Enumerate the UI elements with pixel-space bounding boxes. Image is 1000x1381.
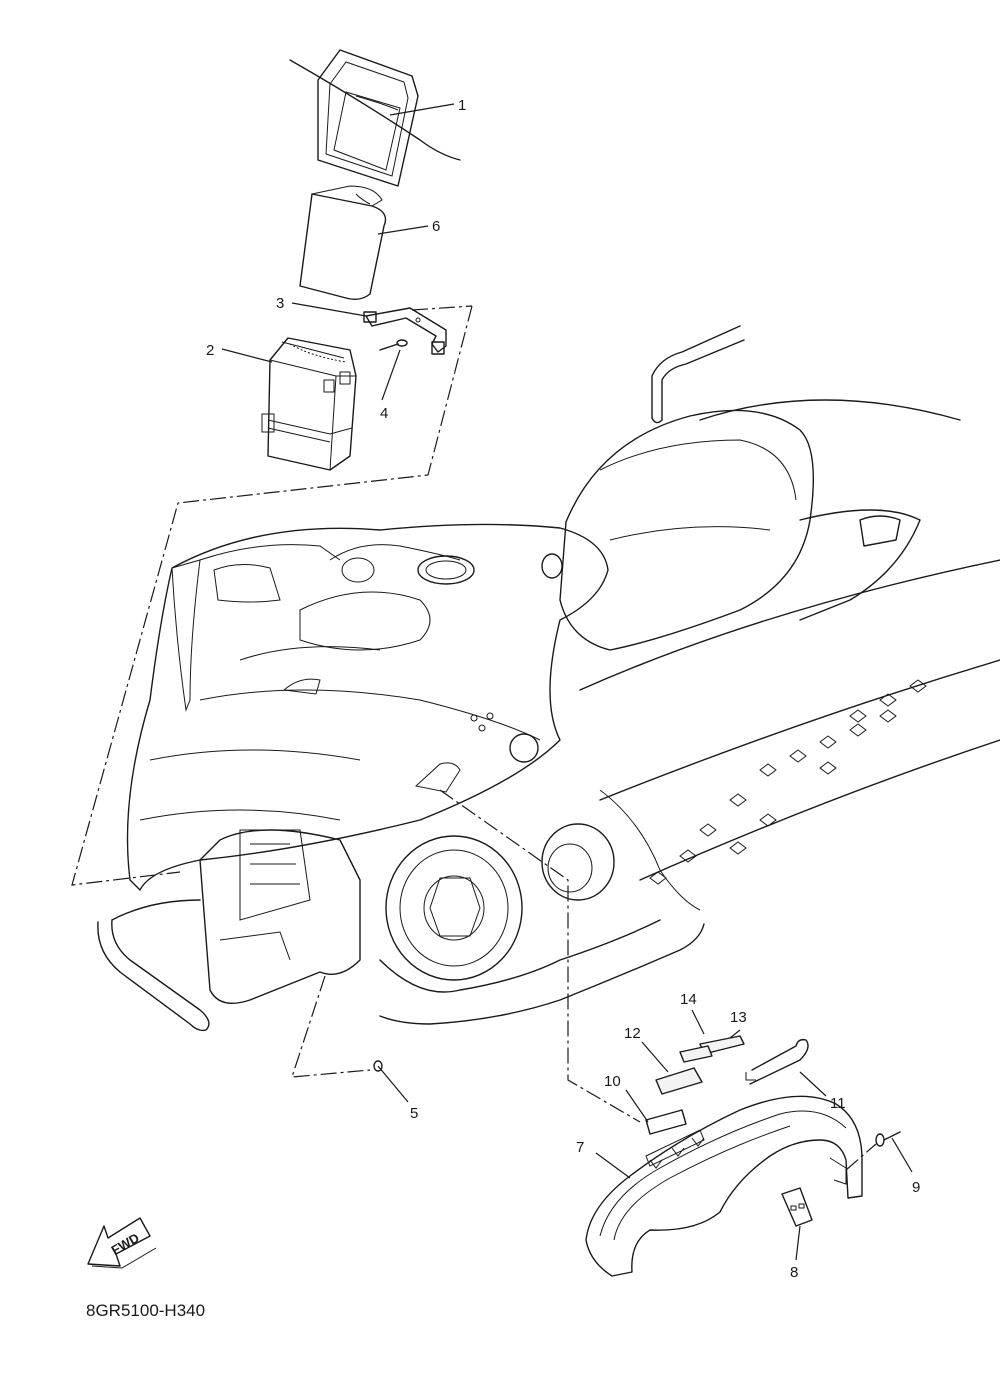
part-12-decal[interactable] <box>655 1067 703 1095</box>
part-10-strip[interactable] <box>645 1109 687 1135</box>
part-3-bracket[interactable] <box>363 307 447 355</box>
callout-6: 6 <box>432 218 440 235</box>
part-1-document-pouch[interactable] <box>289 49 461 187</box>
callout-9: 9 <box>912 1179 920 1196</box>
fwd-arrow-icon: FWD <box>87 1217 157 1269</box>
part-7-snow-flap[interactable] <box>585 1095 863 1277</box>
diagram-code: 8GR5100-H340 <box>86 1301 205 1320</box>
callout-4: 4 <box>380 405 388 422</box>
callout-12: 12 <box>624 1025 641 1042</box>
leader-lines <box>221 103 913 1261</box>
callout-2: 2 <box>206 342 214 359</box>
part-2-toolkit-bag[interactable] <box>261 337 357 471</box>
callout-11: 11 <box>830 1095 846 1112</box>
part-9-rivet[interactable] <box>845 1131 901 1171</box>
part-14-decal[interactable] <box>679 1045 713 1063</box>
part-8-label-plate[interactable] <box>781 1187 813 1227</box>
callout-10: 10 <box>604 1073 621 1090</box>
callout-14: 14 <box>680 991 697 1008</box>
part-5-grommet[interactable] <box>373 1060 383 1072</box>
part-6-cover[interactable] <box>299 185 387 301</box>
callout-1: 1 <box>458 97 466 114</box>
callout-3: 3 <box>276 295 284 312</box>
callout-13: 13 <box>730 1009 747 1026</box>
callout-7: 7 <box>576 1139 584 1156</box>
callout-5: 5 <box>410 1105 418 1122</box>
callout-8: 8 <box>790 1264 798 1281</box>
snowmobile-body <box>97 325 1000 1032</box>
part-11-hook[interactable] <box>745 1038 809 1085</box>
part-4-screw[interactable] <box>379 339 408 351</box>
